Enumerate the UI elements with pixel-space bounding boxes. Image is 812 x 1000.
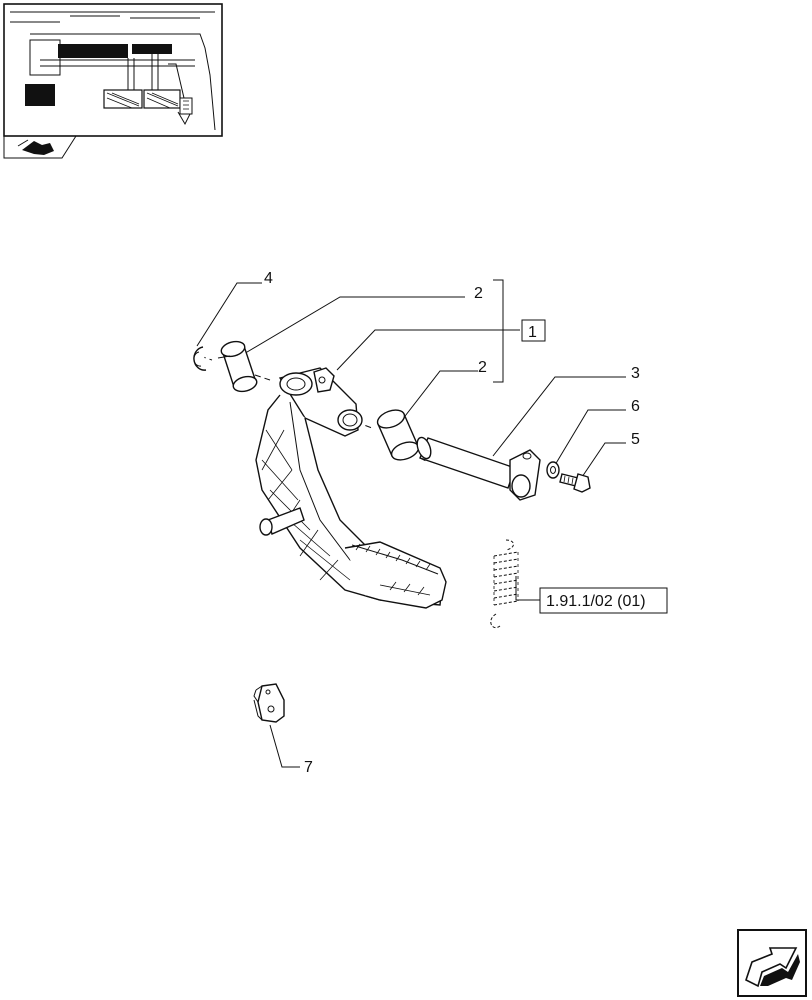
part-4-snap-ring <box>193 346 207 371</box>
reference-label: 1.91.1/02 (01) <box>546 593 646 610</box>
callout-1: 1 <box>528 324 537 341</box>
callout-2-bottom: 2 <box>478 359 487 376</box>
part-7-plate <box>253 683 285 723</box>
callout-3: 3 <box>631 365 640 382</box>
callout-5: 5 <box>631 431 640 448</box>
part-6-washer <box>546 461 560 479</box>
leader-lines <box>196 279 626 768</box>
spring-reference-part <box>490 539 519 628</box>
part-5-bolt <box>559 473 591 493</box>
locator-thumbnail <box>3 3 223 137</box>
part-2-bushing-right <box>376 409 420 461</box>
assembly-view-icon <box>3 135 77 159</box>
callout-6: 6 <box>631 398 640 415</box>
reference-box <box>539 587 668 614</box>
part-1-clutch-pedal <box>255 367 447 609</box>
part-2-bushing-left <box>217 340 258 393</box>
next-page-arrow-icon[interactable] <box>737 929 807 997</box>
callout-2-top: 2 <box>474 285 483 302</box>
callout-7: 7 <box>304 759 313 776</box>
part-3-pivot-shaft <box>416 436 541 501</box>
callout-4: 4 <box>264 270 273 287</box>
callout-1-box <box>521 319 546 342</box>
